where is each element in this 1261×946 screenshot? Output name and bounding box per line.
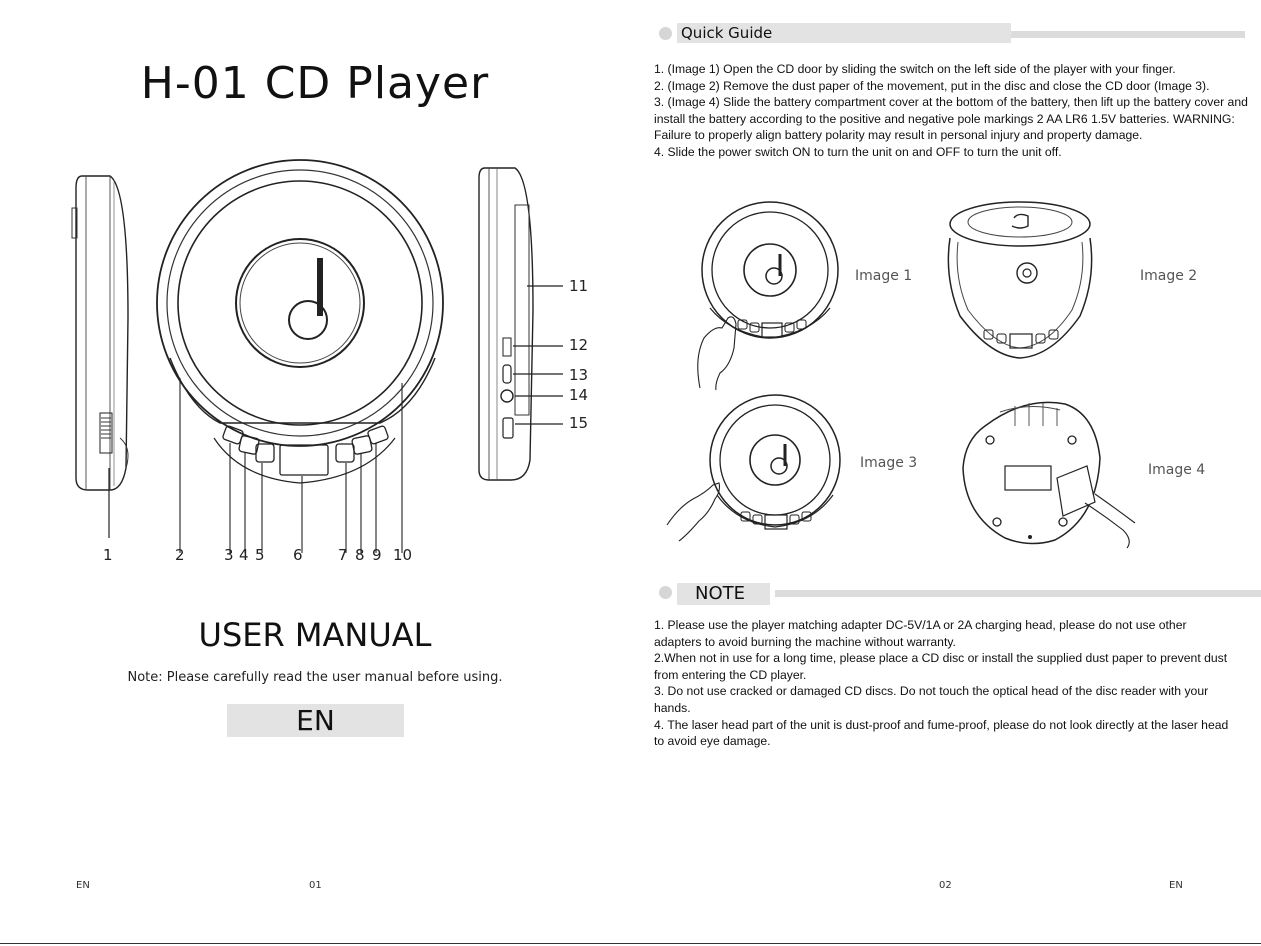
quick-guide-steps: 1. (Image 1) Open the CD door by sliding… <box>654 61 1252 161</box>
quick-guide-step-1: 1. (Image 1) Open the CD door by sliding… <box>654 62 1176 76</box>
note-bullet <box>659 586 672 599</box>
callout-4: 4 <box>239 546 249 564</box>
image-1-open-door-illustration <box>697 201 839 391</box>
note-item-3: 3. Do not use cracked or damaged CD disc… <box>654 684 1209 715</box>
callout-1: 1 <box>103 546 113 564</box>
image-3-label: Image 3 <box>860 455 918 471</box>
callout-9: 9 <box>372 546 382 564</box>
quick-guide-step-3: 3. (Image 4) Slide the battery compartme… <box>654 95 1248 143</box>
quick-guide-step-4: 4. Slide the power switch ON to turn the… <box>654 144 1062 159</box>
image-1-label: Image 1 <box>855 268 913 284</box>
bottom-rule <box>0 943 1261 944</box>
player-right-side-illustration <box>478 167 563 481</box>
page-title: H-01 CD Player <box>140 58 490 109</box>
player-front-illustration <box>156 159 444 553</box>
image-2-insert-disc-illustration <box>947 201 1093 359</box>
note-heading: NOTE <box>677 583 770 605</box>
manual-title: USER MANUAL <box>198 616 432 654</box>
callout-15: 15 <box>569 414 589 432</box>
page-number-right: 02 <box>939 880 952 891</box>
footer-language-left: EN <box>76 880 90 891</box>
footer-language-right: EN <box>1169 880 1183 891</box>
callout-8: 8 <box>355 546 365 564</box>
callout-3: 3 <box>224 546 234 564</box>
callout-13: 13 <box>569 366 589 384</box>
image-4-battery-illustration <box>962 401 1136 549</box>
image-3-close-door-illustration <box>666 394 841 542</box>
quick-guide-step-2: 2. (Image 2) Remove the dust paper of th… <box>654 78 1210 93</box>
language-badge: EN <box>227 704 404 737</box>
image-2-label: Image 2 <box>1140 268 1198 284</box>
quick-guide-heading: Quick Guide <box>677 23 1011 43</box>
quick-guide-rule <box>1011 31 1245 38</box>
callout-11: 11 <box>569 277 589 295</box>
read-manual-note: Note: Please carefully read the user man… <box>127 670 503 685</box>
callout-2: 2 <box>175 546 185 564</box>
note-items: 1. Please use the player matching adapte… <box>654 617 1236 750</box>
page-number-left: 01 <box>309 880 322 891</box>
note-item-1: 1. Please use the player matching adapte… <box>654 618 1187 649</box>
callout-6: 6 <box>293 546 303 564</box>
callout-7: 7 <box>338 546 348 564</box>
quick-guide-bullet <box>659 27 672 40</box>
callout-12: 12 <box>569 336 589 354</box>
image-4-label: Image 4 <box>1148 462 1206 478</box>
player-left-side-illustration <box>71 175 129 538</box>
callout-5: 5 <box>255 546 265 564</box>
callout-14: 14 <box>569 386 589 404</box>
callout-10: 10 <box>393 546 413 564</box>
note-item-4: 4. The laser head part of the unit is du… <box>654 717 1229 749</box>
note-rule <box>775 590 1261 597</box>
note-item-2: 2.When not in use for a long time, pleas… <box>654 651 1228 682</box>
